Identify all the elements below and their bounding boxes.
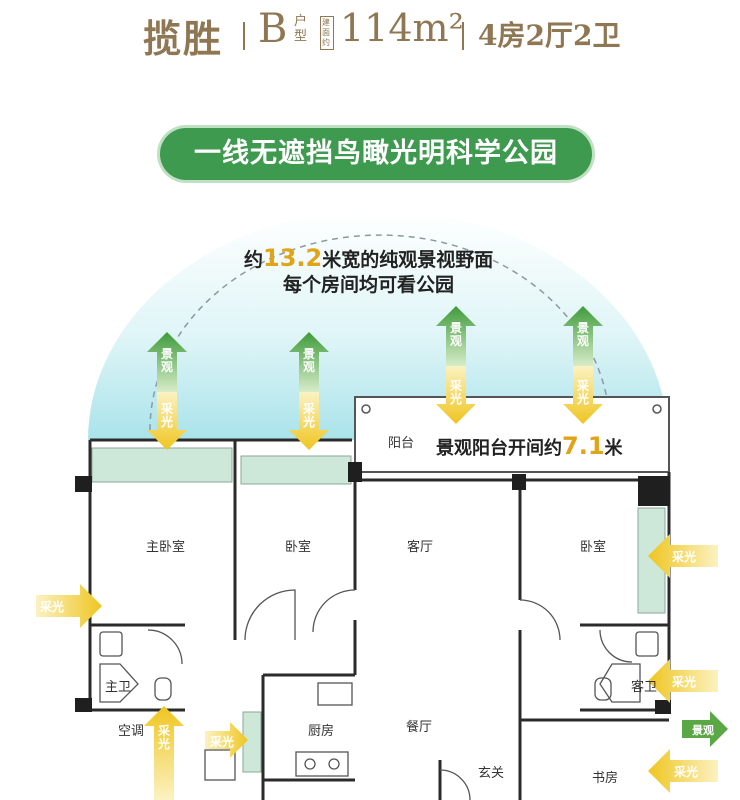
light-arrow-label: 采光	[40, 600, 65, 614]
light-arrow-label: 采光	[672, 675, 697, 689]
view-arrow-label: 景观	[692, 724, 714, 737]
view-arrow	[682, 711, 728, 747]
view-arrow	[563, 306, 603, 366]
view-width-suffix: 米宽的纯观景视野面	[322, 249, 494, 271]
room-guest-bath: 客卫	[631, 680, 658, 695]
light-arrow	[563, 366, 603, 424]
light-arrow	[648, 534, 718, 578]
every-room-note: 每个房间均可看公园	[283, 274, 455, 296]
light-arrow	[289, 392, 329, 450]
light-arrow	[436, 366, 476, 424]
unit-type-letter: B	[258, 6, 288, 52]
unit-area: 114m²	[340, 6, 464, 50]
room-kitchen: 厨房	[308, 724, 335, 739]
light-arrow-label: 采光	[674, 765, 699, 779]
light-arrow	[205, 722, 248, 758]
light-arrow-label: 采光	[160, 402, 173, 429]
view-arrow-label: 景观	[160, 347, 173, 374]
view-arrow	[289, 332, 329, 392]
light-arrow	[648, 659, 718, 703]
light-arrow	[36, 584, 102, 628]
room-balcony: 阳台	[388, 436, 415, 451]
light-arrow-label: 采光	[157, 724, 170, 751]
view-arrow	[147, 332, 187, 392]
view-arc	[149, 234, 611, 431]
view-width-note: 约13.2米宽的纯观景视野面	[244, 244, 493, 272]
balcony-width-note: 景观阳台开间约7.1米	[436, 432, 623, 460]
balcony-width-suffix: 米	[604, 438, 623, 459]
view-arrow-label: 景观	[449, 321, 462, 348]
unit-type-word: 户型	[294, 14, 308, 44]
room-living: 客厅	[407, 540, 434, 555]
sky-dome	[88, 210, 668, 440]
window-bedroom	[240, 455, 352, 485]
balcony-width-prefix: 景观阳台开间约	[436, 438, 562, 459]
view-width-value: 13.2	[263, 244, 323, 272]
room-ac: 空调	[118, 724, 145, 739]
light-arrow-label: 采光	[449, 379, 462, 406]
light-arrow-label: 采光	[576, 379, 589, 406]
light-arrow	[147, 392, 187, 450]
divider	[243, 22, 245, 50]
room-dining: 餐厅	[406, 720, 433, 735]
room-master-bath: 主卫	[105, 680, 132, 695]
view-arrow-label: 景观	[302, 347, 315, 374]
view-width-prefix: 约	[244, 249, 264, 271]
header: 揽胜 B 户型 建面约 114m² 4房2厅2卫	[0, 0, 740, 70]
room-study: 书房	[592, 771, 619, 786]
light-arrow-label: 采光	[672, 550, 697, 564]
window-master	[91, 447, 233, 483]
view-arrow-label: 景观	[576, 321, 589, 348]
light-arrow	[144, 706, 184, 800]
light-arrow-label: 采光	[210, 735, 235, 749]
room-foyer: 玄关	[478, 766, 505, 781]
light-arrow-label: 采光	[302, 402, 315, 429]
room-bedroom-2: 卧室	[580, 540, 607, 555]
headline-banner: 一线无遮挡鸟瞰光明科学公园	[160, 128, 592, 180]
light-arrow	[648, 749, 718, 793]
room-master-bedroom: 主卧室	[146, 540, 186, 555]
balcony-width-value: 7.1	[562, 432, 605, 460]
divider	[462, 22, 464, 50]
view-arrow	[436, 306, 476, 366]
unit-rooms: 4房2厅2卫	[478, 19, 621, 52]
room-bedroom-1: 卧室	[285, 540, 312, 555]
balcony-outline	[354, 396, 670, 473]
area-tag: 建面约	[320, 16, 334, 50]
project-name: 揽胜	[143, 16, 224, 61]
